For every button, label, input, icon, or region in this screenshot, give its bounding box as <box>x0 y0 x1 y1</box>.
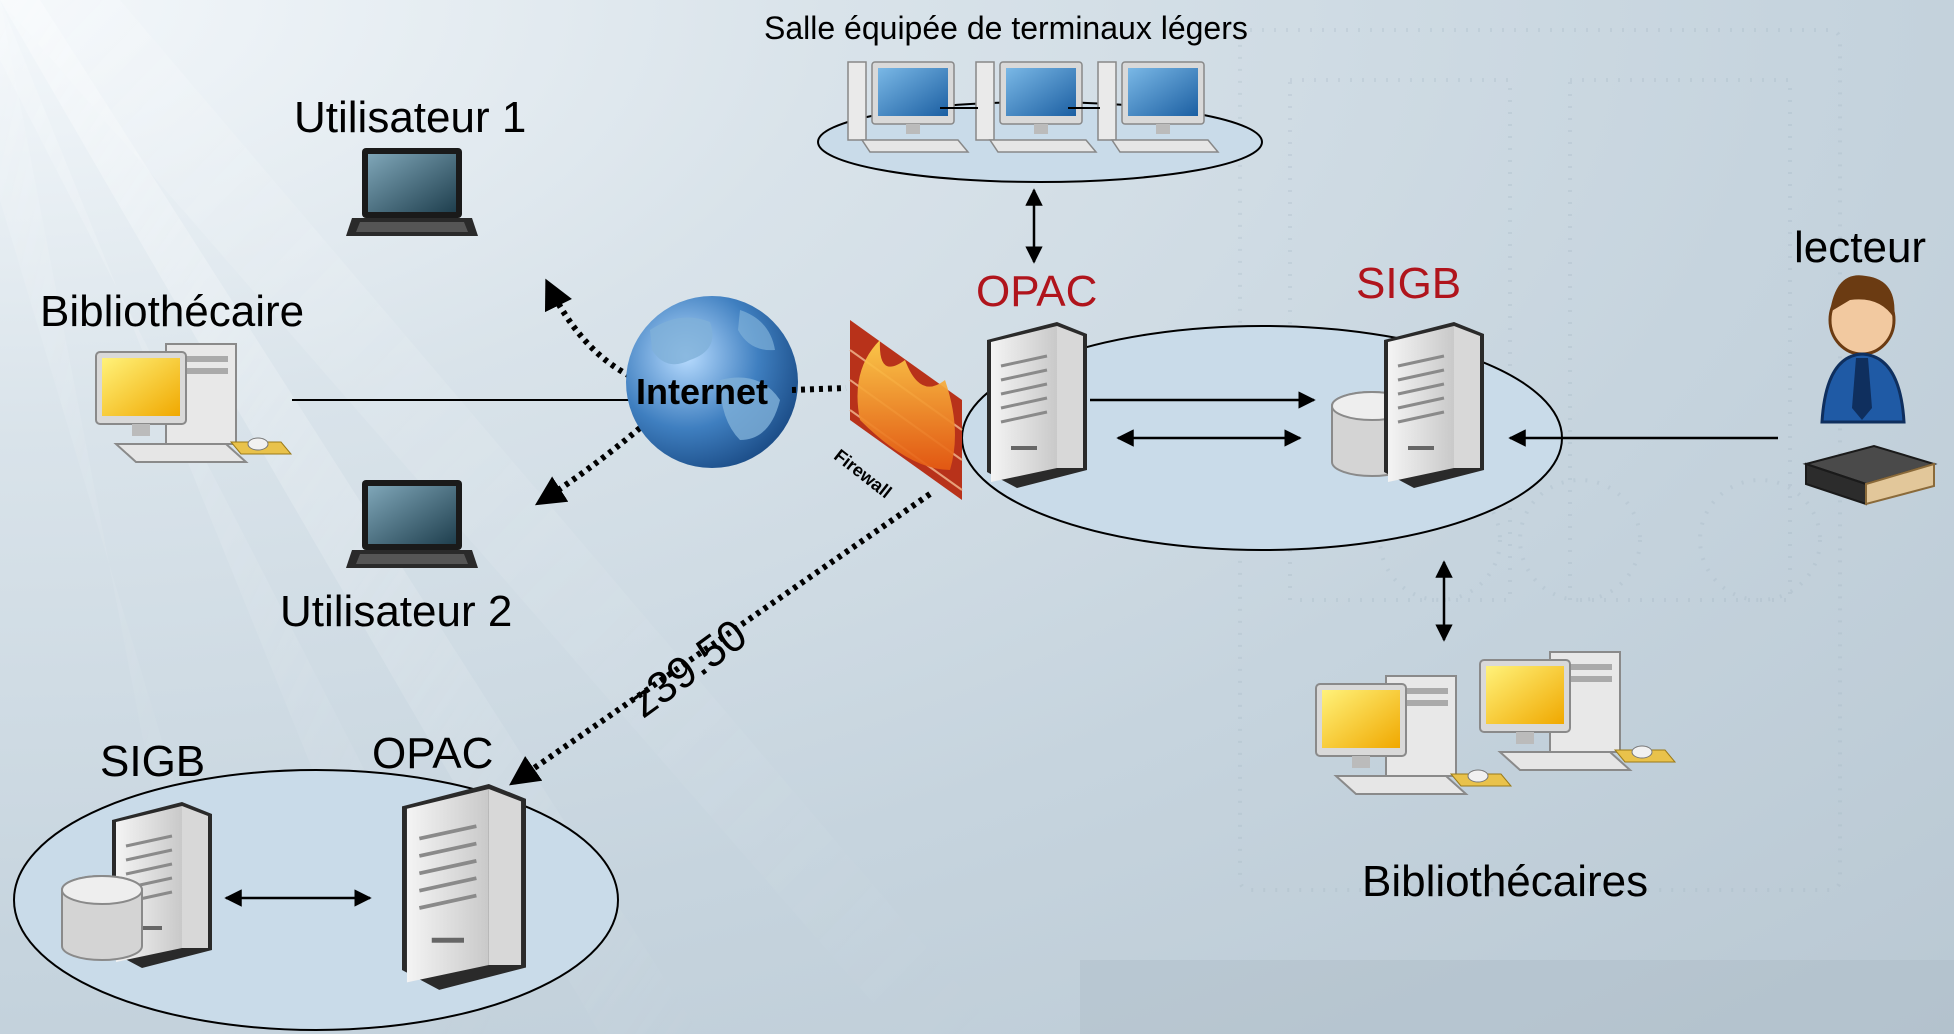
opac-label: OPAC <box>976 267 1098 316</box>
sigb-label: SIGB <box>1356 259 1462 308</box>
desktop-computer-icon <box>95 343 292 463</box>
book-icon <box>1802 444 1938 506</box>
internet-to-user1-arrow <box>544 278 632 379</box>
user1-label: Utilisateur 1 <box>294 93 527 142</box>
remote-sigb-label: SIGB <box>100 737 206 786</box>
person-icon <box>1820 275 1906 424</box>
user2-label: Utilisateur 2 <box>280 587 513 636</box>
remote-opac-label: OPAC <box>372 729 494 778</box>
laptop-icon <box>346 148 478 236</box>
server-icon <box>400 782 528 992</box>
server-icon <box>1382 320 1486 490</box>
server-icon <box>985 320 1089 490</box>
firewall-icon <box>849 320 963 500</box>
internet-to-user2-arrow <box>534 425 642 506</box>
globe-icon <box>626 296 798 468</box>
database-icon <box>61 875 143 961</box>
internet-firewall-link <box>791 385 847 393</box>
z3950-link <box>509 491 932 786</box>
laptop-icon <box>346 480 478 568</box>
desktop-computer-icon <box>1479 651 1676 771</box>
reader-label: lecteur <box>1794 223 1927 272</box>
internet-label: Internet <box>636 371 769 412</box>
room-label: Salle équipée de terminaux légers <box>764 10 1248 46</box>
librarians-label: Bibliothécaires <box>1362 857 1649 906</box>
librarian-label: Bibliothécaire <box>40 287 305 336</box>
